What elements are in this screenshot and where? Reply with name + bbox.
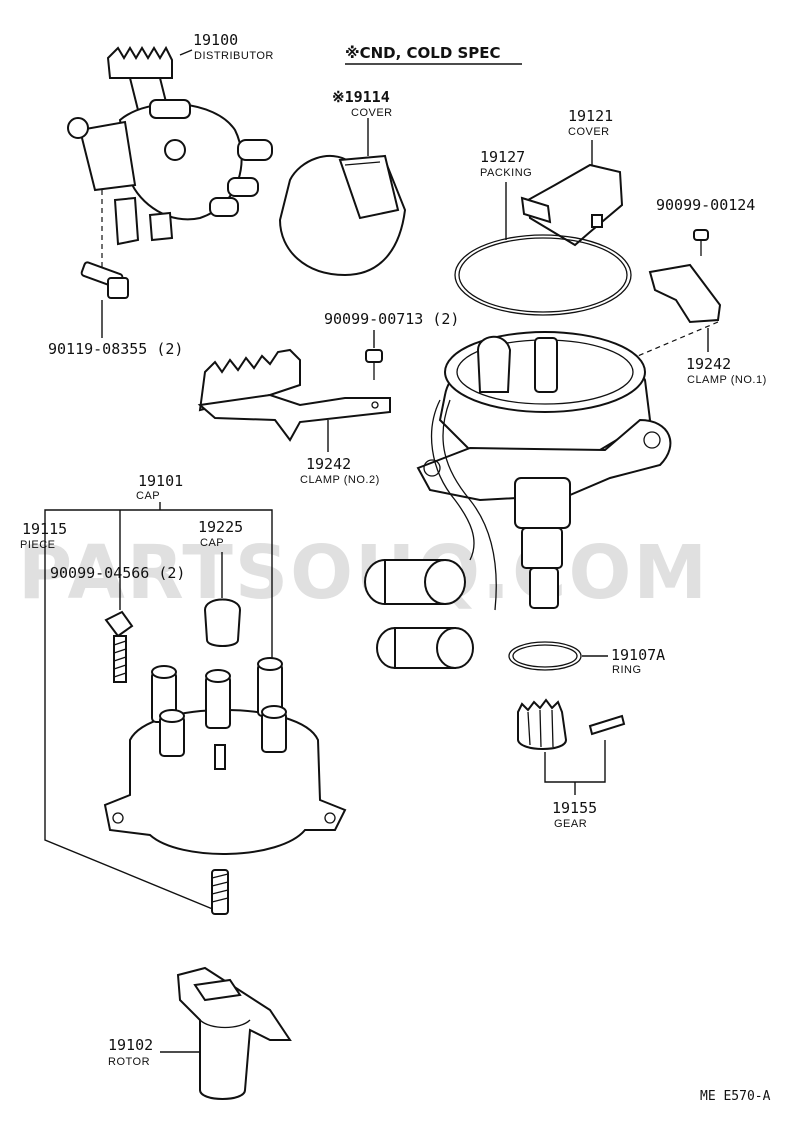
clamp-no1-number: 19242 — [686, 355, 731, 373]
gear-illustration — [517, 698, 568, 750]
gear-number: 19155 — [552, 799, 597, 817]
connector-upper-illustration — [364, 559, 466, 605]
distributor-cap-illustration — [103, 657, 347, 855]
gear-name: GEAR — [554, 818, 587, 830]
ring-number: 19107A — [611, 646, 665, 664]
screw-00124-number: 90099-00124 — [656, 196, 755, 214]
packing-illustration — [454, 234, 632, 316]
spec-note: ※CND, COLD SPEC — [345, 44, 501, 62]
clamp-no2-number: 19242 — [306, 455, 351, 473]
distributor-name: DISTRIBUTOR — [194, 50, 274, 62]
distributor-body-illustration — [416, 331, 672, 611]
cap-19225-illustration — [203, 598, 242, 647]
clamp-no2-name: CLAMP (NO.2) — [300, 474, 380, 486]
clamp-no1-name: CLAMP (NO.1) — [687, 374, 767, 386]
packing-inner — [458, 237, 628, 313]
reference-code: ME E570-A — [700, 1089, 771, 1104]
screw-00713-illustration — [365, 349, 383, 380]
distributor-number: 19100 — [193, 31, 238, 49]
rotor-number: 19102 — [108, 1036, 153, 1054]
clamp-no1-illustration — [648, 263, 722, 324]
cap-19101-name: CAP — [136, 490, 160, 502]
rotor-illustration — [176, 966, 292, 1100]
ring-illustration — [508, 641, 582, 671]
piece-name: PIECE — [20, 539, 56, 551]
cap-19225-name: CAP — [200, 537, 224, 549]
screw-00713-number: 90099-00713 (2) — [324, 310, 459, 328]
watermark: PARTSOUQ.COM — [18, 530, 709, 616]
screw-04566-number: 90099-04566 (2) — [50, 564, 185, 582]
clamp-no1-dashline — [599, 321, 719, 373]
cover-19114-number: ※19114 — [332, 88, 390, 106]
cover-19121-name: COVER — [568, 126, 610, 138]
cover-19121-illustration — [520, 163, 624, 247]
bolt-08355-number: 90119-08355 (2) — [48, 340, 183, 358]
clamp-no2-illustration — [197, 348, 391, 442]
cover-19114-name: COVER — [351, 107, 393, 119]
cover-19114-illustration — [278, 154, 407, 277]
distributor-illustration — [67, 45, 273, 246]
distributor-leader — [179, 49, 193, 56]
connector-lower-illustration — [376, 627, 474, 669]
cap-19225-number: 19225 — [198, 518, 243, 536]
ring-name: RING — [612, 664, 642, 676]
bolt-08355-illustration — [80, 261, 129, 299]
rotor-name: ROTOR — [108, 1056, 150, 1068]
piece-illustration — [211, 869, 229, 915]
gear-pin-illustration — [588, 714, 626, 736]
screw-04566-illustration — [104, 610, 134, 683]
packing-name: PACKING — [480, 167, 532, 179]
screw-00124-illustration — [693, 229, 709, 256]
packing-number: 19127 — [480, 148, 525, 166]
cap-19101-bracket — [44, 509, 273, 665]
piece-number: 19115 — [22, 520, 67, 538]
cover-19121-number: 19121 — [568, 107, 613, 125]
cap-19101-number: 19101 — [138, 472, 183, 490]
ring-inner — [512, 644, 578, 668]
piece-leader — [44, 555, 216, 911]
